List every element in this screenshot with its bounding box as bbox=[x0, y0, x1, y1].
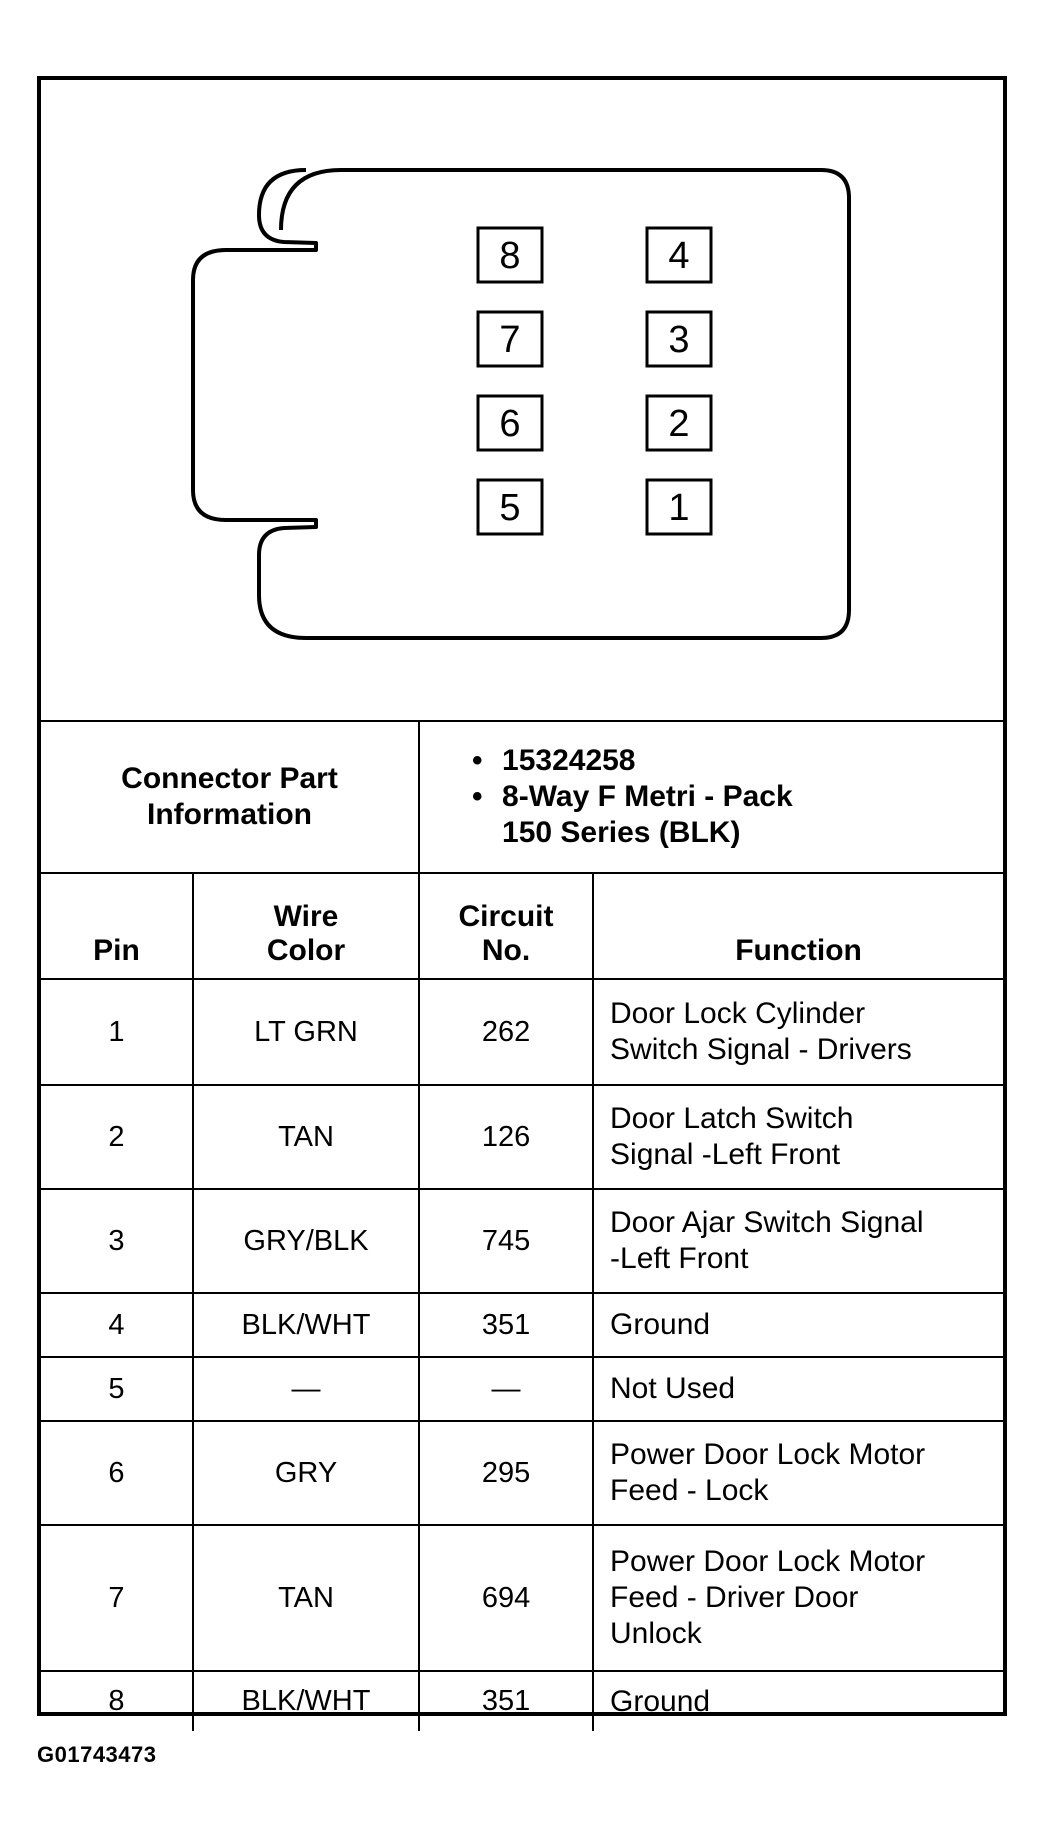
function-cell: Door Lock Cylinder Switch Signal - Drive… bbox=[592, 978, 1004, 1085]
circuit-cell: 351 bbox=[418, 1670, 594, 1731]
pin-box bbox=[476, 226, 544, 284]
circuit-cell: 694 bbox=[418, 1524, 594, 1671]
wire-color-cell: LT GRN bbox=[191, 978, 420, 1085]
pin-number-label: 1 bbox=[668, 487, 689, 529]
pin-box bbox=[476, 478, 544, 536]
table-header-row: Pin Wire Color Circuit No. Function bbox=[41, 872, 1004, 979]
pin-number-label: 5 bbox=[499, 487, 520, 529]
function-cell: Ground bbox=[592, 1670, 1004, 1731]
circuit-cell: 745 bbox=[418, 1188, 594, 1293]
pin-number-label: 2 bbox=[668, 403, 689, 445]
left-pin-column: 8 7 6 5 bbox=[476, 226, 544, 536]
pin-cell: 7 bbox=[41, 1524, 193, 1671]
table-row: 6 GRY 295 Power Door Lock Motor Feed - L… bbox=[41, 1420, 1004, 1525]
wire-color-cell: TAN bbox=[191, 1524, 420, 1671]
pin-cell: 4 bbox=[41, 1292, 193, 1357]
connector-face-diagram: 8 7 6 5 4 3 2 1 bbox=[191, 168, 851, 640]
circuit-cell: 126 bbox=[418, 1084, 594, 1189]
pin-number-label: 4 bbox=[668, 235, 689, 277]
header-circuit-no: Circuit No. bbox=[418, 872, 594, 979]
circuit-cell: 351 bbox=[418, 1292, 594, 1357]
wire-color-cell: GRY/BLK bbox=[191, 1188, 420, 1293]
function-cell: Power Door Lock Motor Feed - Driver Door… bbox=[592, 1524, 1004, 1671]
circuit-cell: 262 bbox=[418, 978, 594, 1085]
function-cell: Door Latch Switch Signal -Left Front bbox=[592, 1084, 1004, 1189]
pin-box bbox=[645, 226, 713, 284]
pin-cavity-4: 4 bbox=[645, 226, 713, 284]
pin-box bbox=[645, 394, 713, 452]
connector-part-info-label: Connector Part Information bbox=[41, 720, 420, 873]
pin-box bbox=[645, 478, 713, 536]
function-cell: Not Used bbox=[592, 1356, 1004, 1421]
header-wire-color: Wire Color bbox=[191, 872, 420, 979]
pin-box bbox=[476, 394, 544, 452]
pin-cavity-1: 1 bbox=[645, 478, 713, 536]
pin-cavity-8: 8 bbox=[476, 226, 544, 284]
pin-number-label: 6 bbox=[499, 403, 520, 445]
wire-color-cell: BLK/WHT bbox=[191, 1292, 420, 1357]
pin-box bbox=[476, 310, 544, 368]
connector-part-label-line2: Information bbox=[147, 798, 312, 831]
function-cell: Ground bbox=[592, 1292, 1004, 1357]
pin-cavity-7: 7 bbox=[476, 310, 544, 368]
connector-part-info-row: Connector Part Information 15324258 8-Wa… bbox=[41, 720, 1004, 873]
wire-color-cell: TAN bbox=[191, 1084, 420, 1189]
pin-cell: 3 bbox=[41, 1188, 193, 1293]
wire-color-cell: GRY bbox=[191, 1420, 420, 1525]
right-pin-column: 4 3 2 1 bbox=[645, 226, 713, 536]
pin-number-label: 3 bbox=[668, 319, 689, 361]
connector-body-outline bbox=[191, 168, 851, 640]
pin-number-label: 7 bbox=[499, 319, 520, 361]
table-row: 5 — — Not Used bbox=[41, 1356, 1004, 1421]
pin-number-label: 8 bbox=[499, 235, 520, 277]
part-description: 8-Way F Metri - Pack 150 Series (BLK) bbox=[472, 779, 1003, 851]
table-row: 7 TAN 694 Power Door Lock Motor Feed - D… bbox=[41, 1524, 1004, 1671]
pin-cavity-2: 2 bbox=[645, 394, 713, 452]
connector-part-label-line1: Connector Part bbox=[121, 762, 338, 795]
table-row: 1 LT GRN 262 Door Lock Cylinder Switch S… bbox=[41, 978, 1004, 1085]
part-number: 15324258 bbox=[472, 743, 1003, 779]
circuit-cell: — bbox=[418, 1356, 594, 1421]
figure-id: G01743473 bbox=[37, 1742, 157, 1767]
pin-cell: 6 bbox=[41, 1420, 193, 1525]
function-cell: Door Ajar Switch Signal -Left Front bbox=[592, 1188, 1004, 1293]
pinout-table: Connector Part Information 15324258 8-Wa… bbox=[41, 720, 1004, 1731]
circuit-cell: 295 bbox=[418, 1420, 594, 1525]
pin-box bbox=[645, 310, 713, 368]
table-row: 3 GRY/BLK 745 Door Ajar Switch Signal -L… bbox=[41, 1188, 1004, 1293]
pin-cell: 5 bbox=[41, 1356, 193, 1421]
pin-cell: 1 bbox=[41, 978, 193, 1085]
table-row: 8 BLK/WHT 351 Ground bbox=[41, 1670, 1004, 1731]
pin-cavity-3: 3 bbox=[645, 310, 713, 368]
connector-part-info-values: 15324258 8-Way F Metri - Pack 150 Series… bbox=[418, 720, 1004, 873]
header-function: Function bbox=[592, 872, 1004, 979]
pin-cavity-6: 6 bbox=[476, 394, 544, 452]
wire-color-cell: — bbox=[191, 1356, 420, 1421]
pin-cavity-5: 5 bbox=[476, 478, 544, 536]
table-row: 4 BLK/WHT 351 Ground bbox=[41, 1292, 1004, 1357]
header-pin: Pin bbox=[41, 872, 193, 979]
pin-cell: 2 bbox=[41, 1084, 193, 1189]
pin-cell: 8 bbox=[41, 1670, 193, 1731]
table-row: 2 TAN 126 Door Latch Switch Signal -Left… bbox=[41, 1084, 1004, 1189]
function-cell: Power Door Lock Motor Feed - Lock bbox=[592, 1420, 1004, 1525]
wire-color-cell: BLK/WHT bbox=[191, 1670, 420, 1731]
